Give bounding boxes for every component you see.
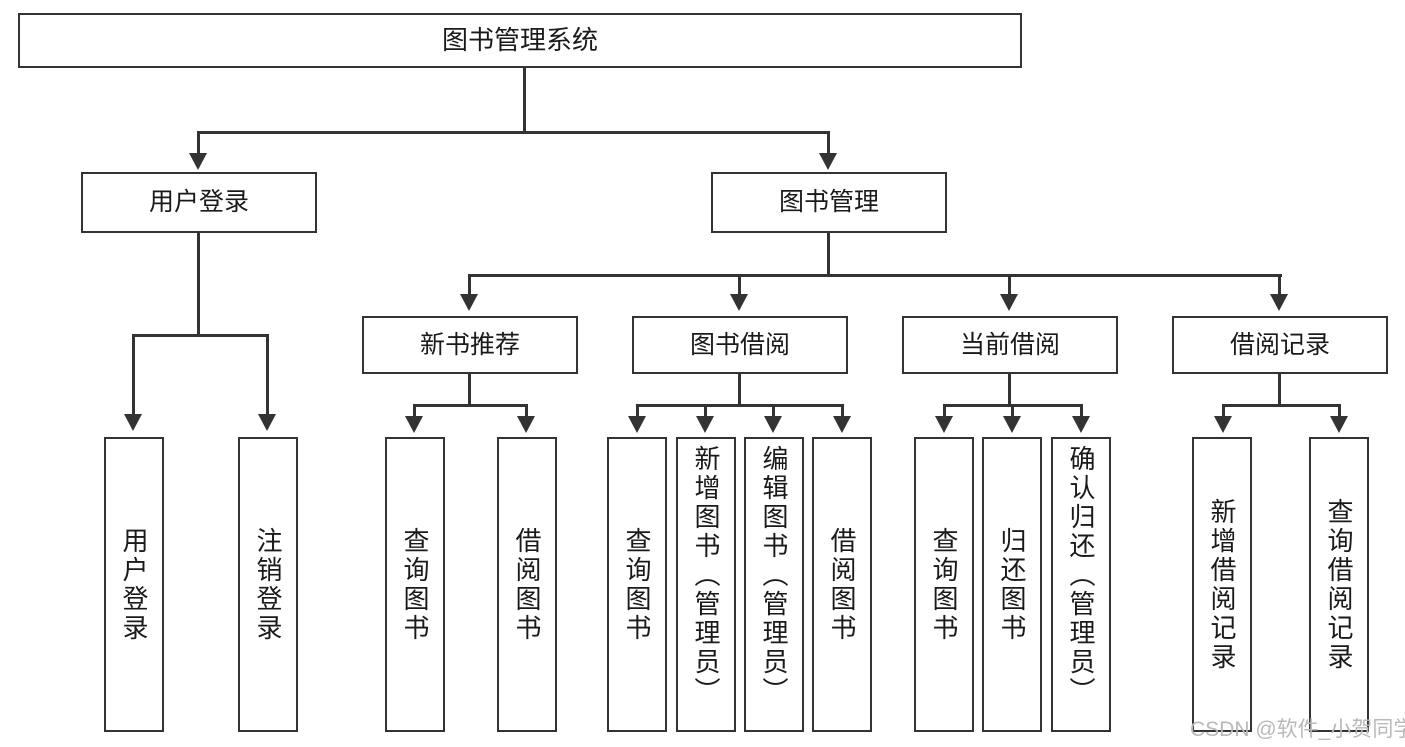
arrowhead-user-login-leaf-1 bbox=[124, 414, 142, 431]
node-label: 查询图书 bbox=[622, 526, 652, 643]
connector-user-login-leaf-1 bbox=[132, 334, 135, 416]
node-label: 用户登录 bbox=[148, 188, 249, 217]
connector-user-login-leaf-2 bbox=[266, 334, 269, 416]
node-label: 查询借阅记录 bbox=[1324, 497, 1354, 672]
node-user-login[interactable]: 用户登录 bbox=[81, 172, 317, 233]
connector-to-new-book bbox=[468, 274, 471, 296]
connector-current-borrow-leaf-2 bbox=[1011, 404, 1014, 418]
node-label: 新增借阅记录 bbox=[1207, 497, 1237, 672]
node-label: 图书管理系统 bbox=[441, 24, 598, 55]
node-book-borrow[interactable]: 图书借阅 bbox=[632, 316, 848, 374]
node-label: 当前借阅 bbox=[959, 330, 1060, 359]
connector-borrow-record-down bbox=[1278, 374, 1281, 406]
connector-root-to-book-manage bbox=[827, 131, 830, 156]
arrowhead-borrow-record-leaf-2 bbox=[1330, 416, 1348, 433]
arrowhead-to-book-borrow bbox=[730, 294, 748, 311]
node-label: 查询图书 bbox=[400, 526, 430, 643]
node-label: 编辑图书（管理员） bbox=[759, 445, 789, 706]
arrowhead-current-borrow-leaf-3 bbox=[1072, 416, 1090, 433]
leaf-borrow-record-add-record[interactable]: 新增借阅记录 bbox=[1192, 437, 1252, 732]
arrowhead-user-login-leaf-2 bbox=[258, 414, 276, 431]
node-new-book-recommend[interactable]: 新书推荐 bbox=[362, 316, 578, 374]
leaf-new-book-query-book[interactable]: 查询图书 bbox=[385, 437, 445, 732]
node-label: 借阅图书 bbox=[512, 526, 542, 643]
arrowhead-to-new-book bbox=[460, 294, 478, 311]
arrowhead-to-user-login bbox=[189, 153, 207, 170]
arrowhead-book-borrow-leaf-2 bbox=[696, 416, 714, 433]
node-label: 新书推荐 bbox=[419, 330, 520, 359]
leaf-book-borrow-borrow-book[interactable]: 借阅图书 bbox=[812, 437, 872, 732]
leaf-new-book-borrow-book[interactable]: 借阅图书 bbox=[497, 437, 557, 732]
node-label: 确认归还（管理员） bbox=[1066, 445, 1096, 706]
connector-book-borrow-leaf-3 bbox=[772, 404, 775, 418]
connector-borrow-record-leaf-2 bbox=[1338, 404, 1341, 418]
connector-current-borrow-leaf-3 bbox=[1080, 404, 1083, 418]
node-current-borrow[interactable]: 当前借阅 bbox=[902, 316, 1118, 374]
arrowhead-to-borrow-record bbox=[1270, 294, 1288, 311]
node-label: 新增图书（管理员） bbox=[691, 445, 721, 706]
leaf-current-borrow-query-book[interactable]: 查询图书 bbox=[914, 437, 974, 732]
arrowhead-book-borrow-leaf-3 bbox=[764, 416, 782, 433]
arrowhead-to-book-manage bbox=[819, 153, 837, 170]
connector-borrow-record-bus bbox=[1222, 404, 1341, 407]
leaf-user-login-logout[interactable]: 注销登录 bbox=[238, 437, 298, 732]
connector-borrow-record-leaf-1 bbox=[1222, 404, 1225, 418]
connector-book-manage-down bbox=[827, 233, 830, 276]
arrowhead-current-borrow-leaf-1 bbox=[935, 416, 953, 433]
node-label: 用户登录 bbox=[119, 526, 149, 643]
leaf-current-borrow-return-book[interactable]: 归还图书 bbox=[982, 437, 1042, 732]
arrowhead-to-current-borrow bbox=[1000, 294, 1018, 311]
leaf-current-borrow-confirm-return[interactable]: 确认归还（管理员） bbox=[1051, 437, 1111, 732]
arrowhead-book-borrow-leaf-1 bbox=[628, 416, 646, 433]
connector-user-login-down bbox=[197, 233, 200, 336]
connector-to-book-borrow bbox=[738, 274, 741, 296]
connector-book-borrow-leaf-4 bbox=[841, 404, 844, 418]
node-label: 图书管理 bbox=[778, 188, 879, 217]
arrowhead-borrow-record-leaf-1 bbox=[1214, 416, 1232, 433]
connector-root-down bbox=[523, 68, 526, 133]
node-label: 查询图书 bbox=[929, 526, 959, 643]
connector-new-book-down bbox=[468, 374, 471, 406]
connector-new-book-leaf-1 bbox=[413, 404, 416, 418]
leaf-borrow-record-query-record[interactable]: 查询借阅记录 bbox=[1309, 437, 1369, 732]
connector-book-borrow-leaf-2 bbox=[704, 404, 707, 418]
node-label: 注销登录 bbox=[253, 526, 283, 643]
connector-to-current-borrow bbox=[1008, 274, 1011, 296]
leaf-user-login-login[interactable]: 用户登录 bbox=[104, 437, 164, 732]
connector-book-borrow-leaf-1 bbox=[636, 404, 639, 418]
connector-root-to-user-login bbox=[197, 131, 200, 156]
connector-new-book-leaf-2 bbox=[525, 404, 528, 418]
arrowhead-new-book-leaf-2 bbox=[517, 416, 535, 433]
arrowhead-new-book-leaf-1 bbox=[405, 416, 423, 433]
leaf-book-borrow-query-book[interactable]: 查询图书 bbox=[607, 437, 667, 732]
node-label: 借阅图书 bbox=[827, 526, 857, 643]
leaf-book-borrow-add-book[interactable]: 新增图书（管理员） bbox=[676, 437, 736, 732]
node-label: 图书借阅 bbox=[689, 330, 790, 359]
connector-root-bus bbox=[197, 131, 829, 134]
arrowhead-current-borrow-leaf-2 bbox=[1003, 416, 1021, 433]
connector-book-borrow-down bbox=[738, 374, 741, 406]
leaf-book-borrow-edit-book[interactable]: 编辑图书（管理员） bbox=[744, 437, 804, 732]
arrowhead-book-borrow-leaf-4 bbox=[833, 416, 851, 433]
node-label: 归还图书 bbox=[997, 526, 1027, 643]
node-root-system[interactable]: 图书管理系统 bbox=[18, 13, 1022, 68]
connector-current-borrow-leaf-1 bbox=[943, 404, 946, 418]
connector-to-borrow-record bbox=[1278, 274, 1281, 296]
connector-book-borrow-bus bbox=[636, 404, 844, 407]
node-book-management[interactable]: 图书管理 bbox=[711, 172, 947, 233]
connector-new-book-bus bbox=[413, 404, 528, 407]
connector-level3-bus bbox=[468, 274, 1282, 277]
node-borrow-record[interactable]: 借阅记录 bbox=[1172, 316, 1388, 374]
connector-user-login-bus bbox=[132, 334, 269, 337]
node-label: 借阅记录 bbox=[1229, 330, 1330, 359]
connector-current-borrow-down bbox=[1008, 374, 1011, 406]
